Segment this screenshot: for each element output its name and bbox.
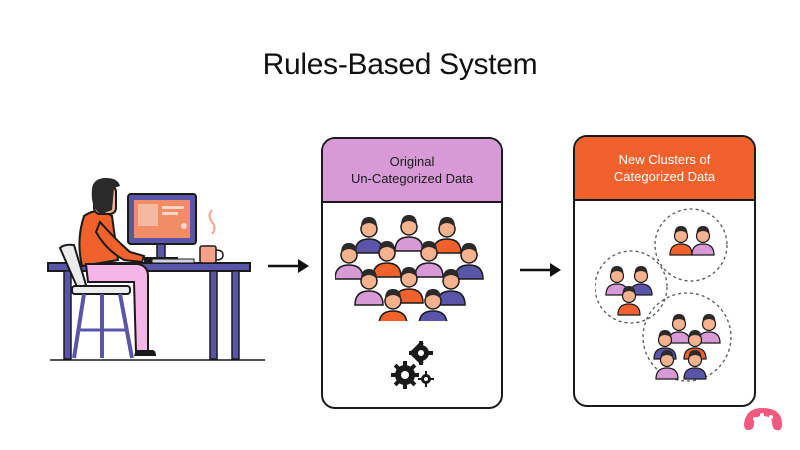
original-data-line1: Original [389,154,435,169]
person-at-computer-illustration [40,170,270,365]
clusters-data-header: New Clusters of Categorized Data [575,137,754,201]
people-crowd-icon [334,213,490,326]
page-title: Rules-Based System [262,48,538,81]
people-cluster-icon [594,205,745,405]
clusters-data-line1: New Clusters of [618,152,711,167]
original-data-line2: Un-Categorized Data [350,171,474,186]
clusters-data-card: New Clusters of Categorized Data [573,135,756,407]
original-data-header: Original Un-Categorized Data [323,139,501,203]
arrow-right-icon [268,258,310,274]
brand-logo [740,404,786,436]
clusters-data-line2: Categorized Data [613,169,716,184]
original-data-card: Original Un-Categorized Data [321,137,503,409]
gears-icon [391,339,437,391]
arrow-right-icon [520,262,562,278]
